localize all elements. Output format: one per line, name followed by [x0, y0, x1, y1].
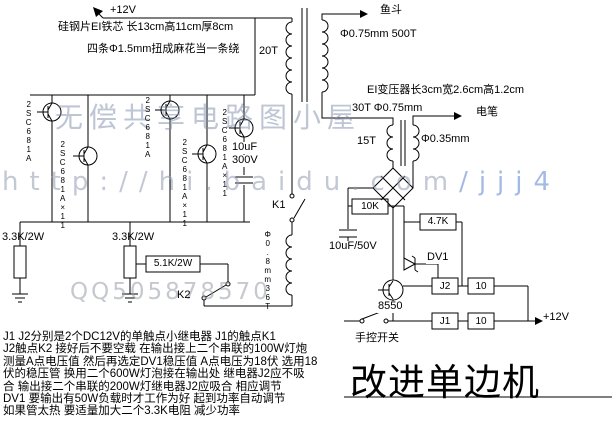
- note-line: 合 输出接二个串联的200W灯继电器J2应吸合 相应调节: [3, 381, 282, 393]
- secondary-winding: [321, 19, 329, 93]
- note-line: 伏的稳压管 换用二个600W灯泡接在输出处 继电器J2应不吸: [3, 368, 305, 380]
- power-rail-top: [30, 7, 292, 96]
- transistor-q3: [160, 100, 180, 120]
- transistor-q1: [42, 102, 62, 122]
- note-line: 测量A点电压值 然后再选定DV1稳压值 A点电压为18伏 选用18: [3, 356, 318, 368]
- resistor-3k3-box-2: [123, 245, 137, 279]
- note-line: J2触点K2 接好后不要空载 在输出接上二个串联的100W灯炮: [3, 343, 308, 355]
- transistor-q5: [234, 118, 254, 138]
- ct-transformer: [386, 112, 462, 188]
- q2-label: 2SC681A×11: [58, 140, 68, 230]
- vcc-left-label: +12V: [110, 4, 136, 16]
- ct-wire-label: Φ0.35mm: [421, 133, 470, 145]
- base-network: [12, 221, 292, 307]
- filter-capacitor: [339, 206, 357, 244]
- r-j2-label: 10: [475, 281, 487, 292]
- note-line: 如果管太热 要适量加大二个3.3K电阻 减少功率: [3, 405, 241, 417]
- primary-turns-label: 20T: [259, 45, 278, 57]
- manual-switch-label: 手控开关: [354, 332, 400, 345]
- watermark-url-suffix: /jjj4: [459, 167, 562, 197]
- k1-label: K1: [272, 199, 286, 211]
- r-bias-label: 4.7K: [427, 216, 449, 227]
- main-transformer: [285, 8, 394, 125]
- contact-k2: [201, 295, 207, 301]
- contact-k2: [225, 281, 231, 287]
- watermark-text: 无偿共享电路图小屋: [55, 101, 362, 134]
- q3-label: 2SC681A: [143, 96, 153, 159]
- resistor-3k3-box-1: [13, 245, 27, 279]
- transformer-core: [301, 8, 308, 102]
- k1-and-feedback-winding: [285, 94, 306, 306]
- r-base1-label: 3.3K/2W: [2, 231, 45, 243]
- ct-left-winding: [386, 124, 394, 162]
- feedback-winding: [285, 234, 293, 306]
- transistor-q2: [78, 146, 98, 166]
- ground-icon: [12, 293, 28, 303]
- core-note-2: 四条Φ1.5mm扭成麻花当一条绕: [86, 43, 241, 56]
- transistor-8550: [382, 279, 404, 301]
- fish-output-arrow-icon: [360, 10, 368, 18]
- watermark-url: http://hi.baidu.com/jjj4: [2, 167, 561, 197]
- manual-switch-contact: [359, 318, 365, 324]
- r-fb-label: 5.1K/2W: [153, 258, 193, 269]
- watermark-url-main: http://hi.baidu.com: [2, 167, 460, 197]
- cap-main-value-label: 10uF: [231, 141, 259, 154]
- relay-j2-box: [431, 277, 459, 295]
- feedback-spec-label: Φ0.8mm36T: [263, 230, 273, 311]
- contact-k1: [289, 217, 295, 223]
- contact-k1: [289, 193, 295, 199]
- q4-label: 2SC681A×11: [180, 138, 190, 228]
- core-note-1: 硅钢片EI铁芯 长13cm高11cm厚8cm: [57, 21, 235, 34]
- zener-label: DV1: [426, 251, 450, 264]
- ct-primary-label: 30T Φ0.75mm: [351, 102, 424, 115]
- ground-icon: [122, 293, 138, 303]
- cap-filter-label: 10uF/50V: [328, 240, 378, 253]
- cap-main-voltage-label: 300V: [231, 154, 259, 167]
- relay-j1-box: [431, 312, 459, 330]
- primary-winding: [285, 18, 293, 95]
- resistor-10-box-j1: [467, 312, 495, 330]
- manual-switch-contact: [383, 318, 389, 324]
- note-line: DV1 要输出有50W负载时才工作为好 起到功率自动调节: [3, 393, 286, 405]
- vcc-right-label: +12V: [543, 311, 569, 323]
- control-circuit: [339, 187, 543, 330]
- q6-label: 8550: [377, 300, 404, 313]
- note-line: J1 J2分别是2个DC12V的单触点小继电器 J1的触点K1: [3, 331, 276, 343]
- ct-right-winding: [412, 124, 420, 162]
- r-base2-label: 3.3K/2W: [112, 231, 155, 243]
- vcc-left-arrow-icon: [93, 7, 103, 17]
- k2-label: K2: [177, 289, 191, 301]
- transistor-q4: [197, 144, 217, 164]
- vcc-right-arrow-icon: [535, 317, 543, 325]
- resistor-10k-box: [351, 198, 389, 215]
- main-capacitor: [235, 176, 253, 184]
- ct-spec-label: EI变压器长3cm宽2.6cm高1.2cm: [366, 84, 526, 97]
- fish-output-label: 鱼斗: [380, 4, 402, 16]
- page-title: 改进单边机: [350, 363, 540, 404]
- pen-output-label: 电笔: [476, 106, 498, 118]
- relay-j2-label: J2: [439, 281, 451, 292]
- r-sense-label: 10K: [361, 201, 379, 212]
- relay-j1-label: J1: [439, 316, 451, 327]
- ct-core: [400, 120, 406, 166]
- q1-label: 2SC681A: [24, 100, 34, 163]
- secondary-spec-label: Φ0.75mm 500T: [340, 28, 417, 40]
- pen-output-arrow-icon: [454, 112, 462, 120]
- ct-secondary-label: 15T: [357, 135, 376, 147]
- watermark-qq: QQ505878570: [70, 279, 271, 305]
- r-j1-label: 10: [475, 316, 487, 327]
- zener-triangle: [403, 257, 417, 271]
- q5-label: 2SC681A×11: [220, 108, 230, 198]
- resistor-10-box-j2: [467, 277, 495, 295]
